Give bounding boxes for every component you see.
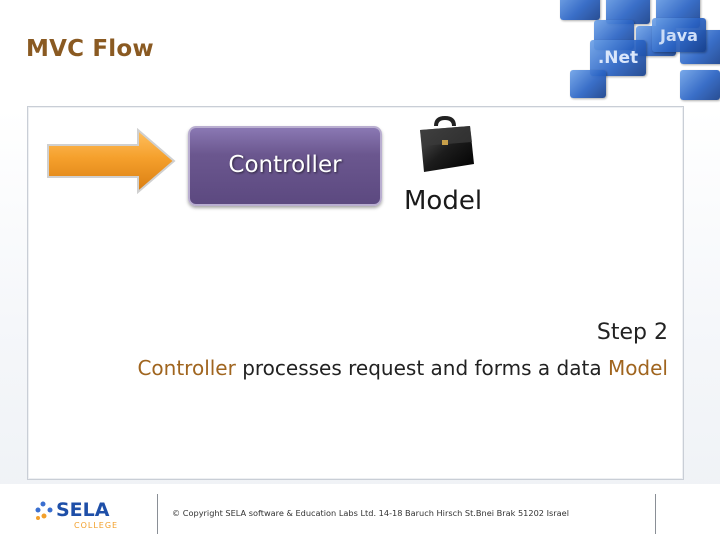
footer-divider-right (655, 494, 656, 534)
step-label: Step 2 (596, 320, 668, 345)
description-text: processes request and forms a data (235, 356, 608, 380)
footer (0, 484, 720, 540)
orange-arrow-icon (47, 128, 176, 194)
model-keyword: Model (607, 356, 668, 380)
logo-subtext: COLLEGE (74, 521, 118, 530)
java-cube: Java (652, 18, 706, 52)
slide-title: MVC Flow (26, 36, 154, 62)
logo-text: SELA (56, 499, 110, 521)
footer-divider-left (157, 494, 158, 534)
model-label: Model (404, 186, 483, 216)
briefcase-icon (420, 115, 474, 172)
step-description: Controller processes request and forms a… (137, 356, 668, 380)
controller-keyword: Controller (137, 356, 236, 380)
sela-college-logo: SELA COLLEGE (35, 499, 118, 530)
copyright-text: © Copyright SELA software & Education La… (172, 508, 569, 518)
controller-label: Controller (228, 152, 342, 178)
controller-box: Controller (188, 126, 382, 206)
technology-cubes-graphic: .Net Java (530, 0, 720, 110)
